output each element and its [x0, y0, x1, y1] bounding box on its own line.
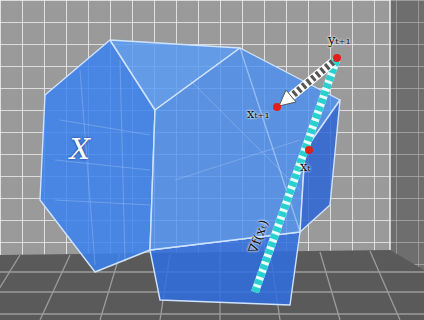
point-y [333, 54, 341, 62]
face-grid [55, 60, 300, 265]
feasible-set [40, 40, 340, 305]
arrow-head [279, 90, 296, 106]
projection-arrow-dashes [288, 62, 333, 99]
point-x [305, 146, 313, 154]
point-label: xₜ₊₁ [247, 107, 270, 120]
projection-arrow [288, 62, 333, 99]
point-label: yₜ₊₁ [328, 33, 351, 46]
gradient-arrow-dashes [255, 58, 337, 292]
set-symbol: X [70, 136, 90, 164]
point-label: xₜ [300, 160, 311, 173]
point-x-next [273, 103, 281, 111]
gradient-arrow [255, 58, 337, 292]
